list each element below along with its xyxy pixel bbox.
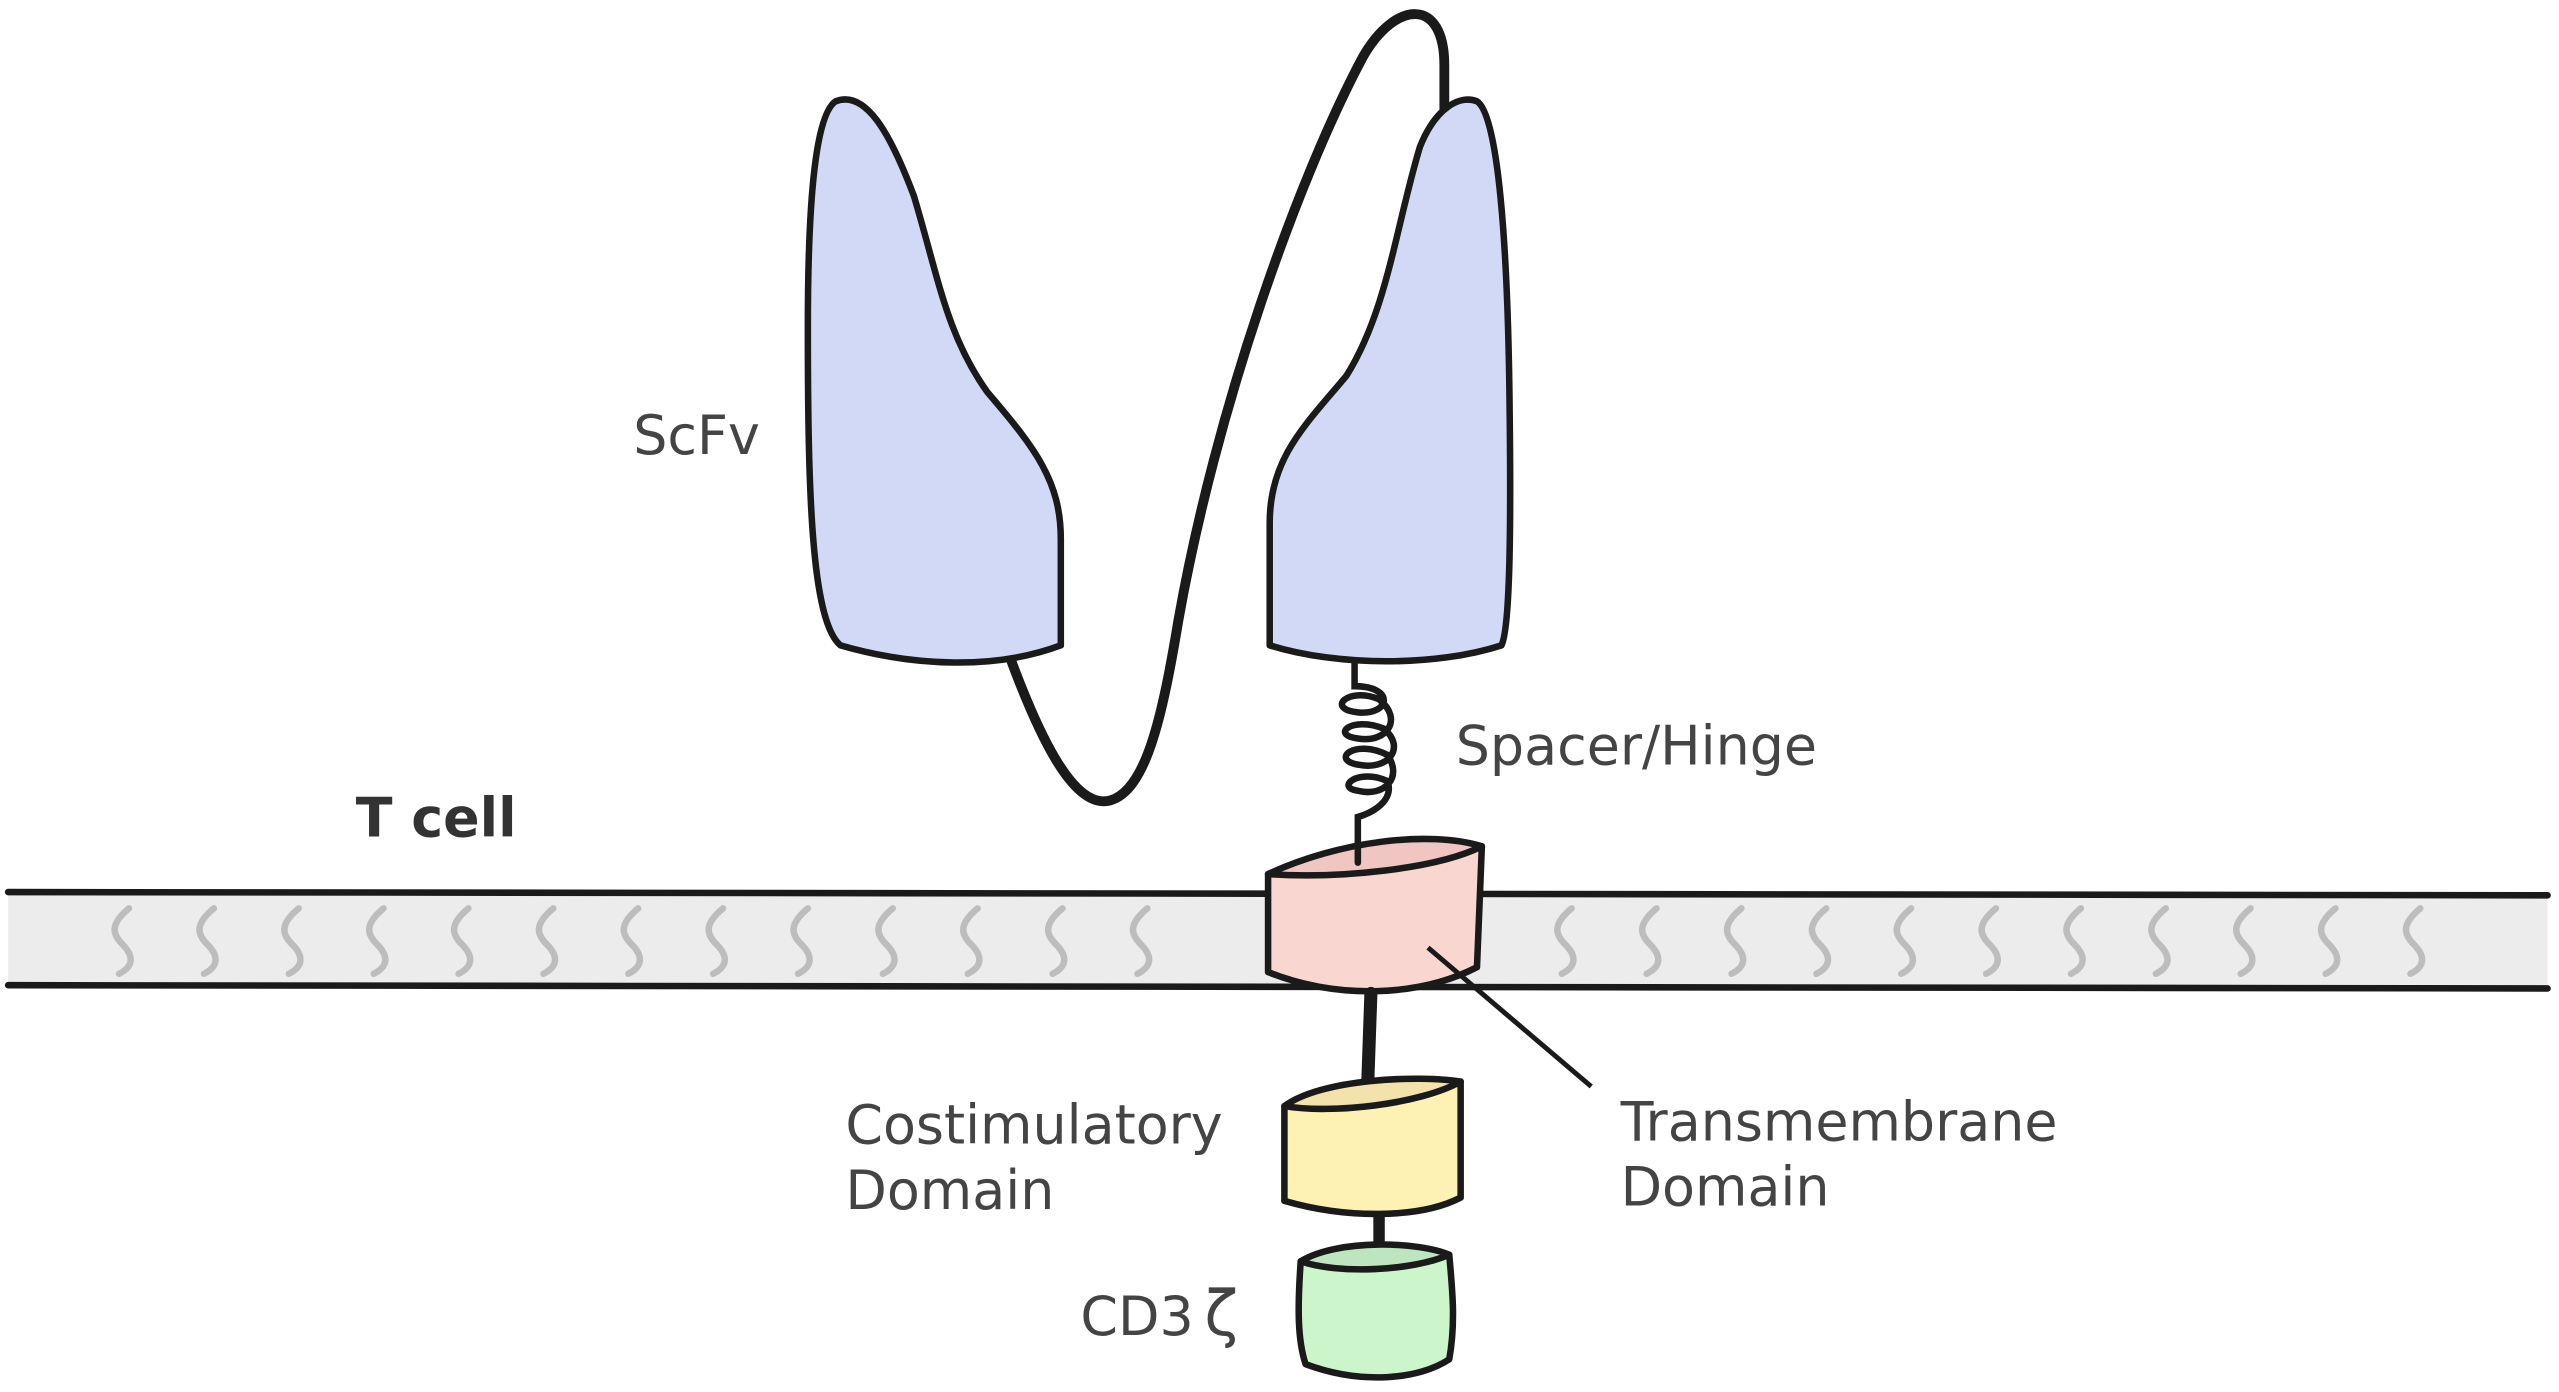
lipid-squiggle [450,905,474,978]
lipid-squiggle [705,905,728,978]
transmembrane-label-line2: Domain [1621,1156,1830,1219]
lipid-squiggle [2233,905,2256,978]
lipid-squiggle [960,905,983,978]
scfv-linker [1003,9,1450,807]
lipid-squiggle [1808,905,1832,978]
lipid-squiggle [1638,905,1662,978]
zeta-symbol: ζ [1204,1277,1238,1350]
stalk-1 [1361,986,1378,1094]
lipid-squiggle [535,905,559,978]
costimulatory-domain [1281,1075,1464,1218]
spacer-hinge-label: Spacer/Hinge [1456,715,1817,778]
lipid-squiggle [196,905,219,978]
lipid-squiggle [365,905,389,978]
spacer-hinge-coil [1338,658,1398,845]
scfv-right-domain [1266,96,1514,665]
lipid-squiggle [1044,905,1068,978]
costimulatory-label-line1: Costimulatory [845,1094,1222,1157]
costimulatory-label-line2: Domain [845,1159,1054,1222]
lipid-squiggle [1978,905,2001,978]
lipid-squiggle [875,905,898,978]
transmembrane-leader-line [1426,945,1593,1089]
cd3-label: CD3 [1080,1285,1193,1348]
scfv-label: ScFv [633,404,760,467]
lipid-squiggle [2317,905,2341,978]
lipid-squiggle [620,905,644,978]
lipid-squiggle [790,905,813,978]
scfv-left-domain [804,96,1065,666]
lipid-squiggle [2148,905,2171,978]
transmembrane-label-line1: Transmembrane [1620,1090,2058,1153]
t-cell-label: T cell [356,786,517,849]
cd3-zeta-domain [1295,1241,1457,1381]
lipid-squiggle [1723,905,1747,978]
lipid-squiggle [111,905,134,978]
lipid-squiggle [1893,905,1916,978]
lipid-squiggle [1129,905,1153,978]
lipid-squiggle [281,905,304,978]
lipid-squiggle [2063,905,2086,978]
lipid-squiggle [1554,905,1577,978]
lipid-squiggle [2402,905,2426,978]
transmembrane-domain [1264,835,1486,995]
